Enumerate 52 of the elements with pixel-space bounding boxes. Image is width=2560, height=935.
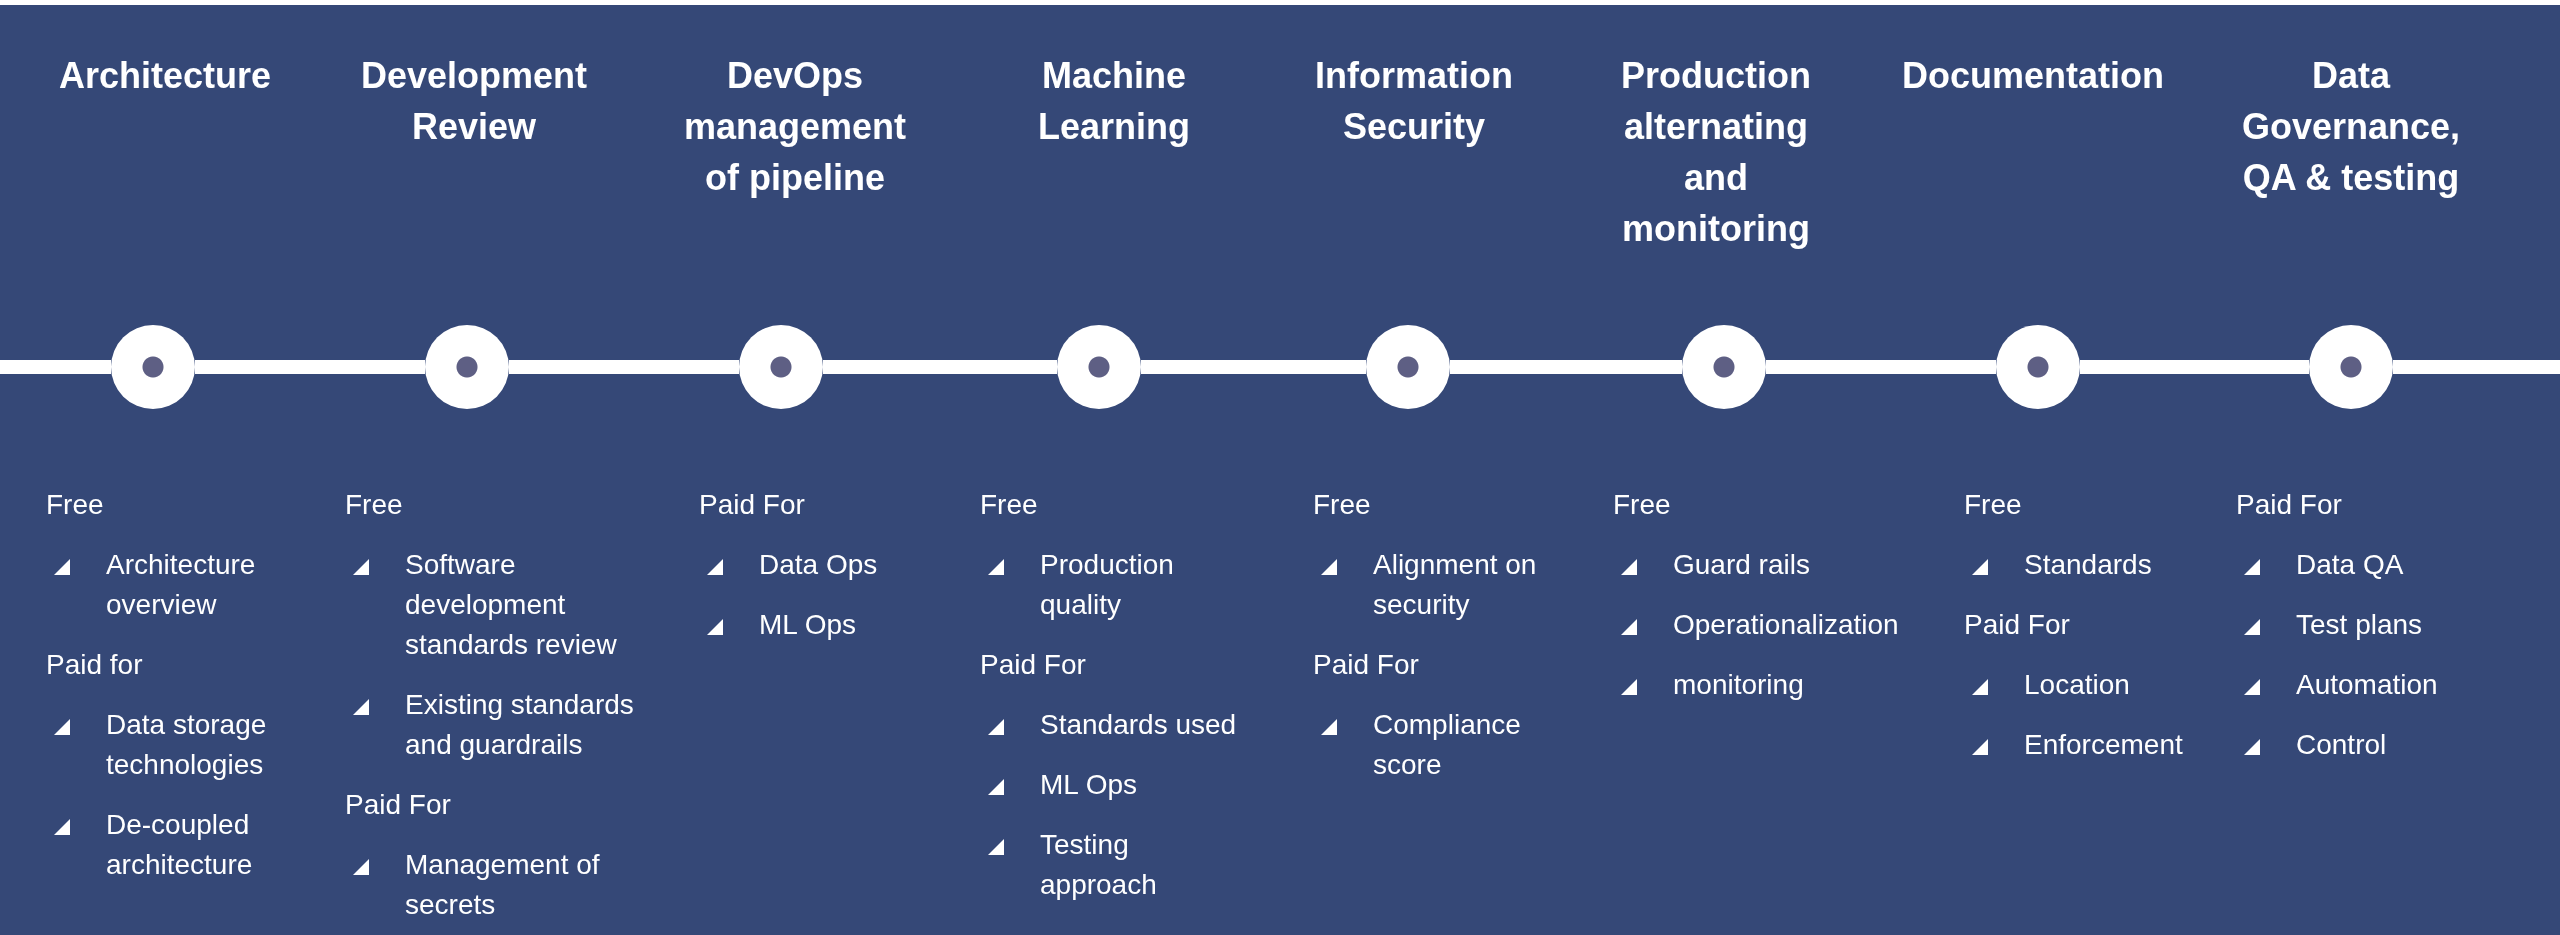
list-item: Standards [2024,548,2153,582]
milestone-title: Data Governance, QA & testing [2240,54,2462,200]
section-label: Paid For [1964,608,2070,642]
list-item: Operationalization [1673,608,1900,642]
list-item: Compliance score [1373,708,1522,782]
milestone-title: Architecture [57,54,273,98]
milestone-title: Information Security [1314,54,1514,149]
section-label: Free [1613,488,1671,522]
section-label: Paid For [699,488,805,522]
timeline-line [1766,360,1996,374]
list-item: Automation [2296,668,2439,702]
list-item: Production quality [1040,548,1175,622]
section-label: Free [980,488,1038,522]
list-item: ML Ops [1040,768,1138,802]
list-item: Standards used [1040,708,1238,742]
timeline-line [2080,360,2309,374]
section-label: Paid For [2236,488,2342,522]
list-item: Testing approach [1040,828,1158,902]
list-item: Alignment on security [1373,548,1538,622]
list-item: Location [2024,668,2131,702]
milestone-title: DevOps management of pipeline [682,54,908,200]
milestone-title: Machine Learning [1037,54,1191,149]
list-item: Guard rails [1673,548,1811,582]
section-label: Paid for [46,648,143,682]
list-item: De-coupled architecture [106,808,254,882]
milestone-title: Development Review [359,54,589,149]
timeline-line [1450,360,1682,374]
section-label: Free [345,488,403,522]
list-item: Data QA [2296,548,2405,582]
list-item: Enforcement [2024,728,2184,762]
list-item: Data storage technologies [106,708,268,782]
section-label: Paid For [980,648,1086,682]
section-label: Paid For [345,788,451,822]
milestone-title: Production alternating and monitoring [1620,54,1812,251]
list-item: Existing standards and guardrails [405,688,635,762]
timeline-line [823,360,1057,374]
list-item: Test plans [2296,608,2424,642]
list-item: Management of secrets [405,848,601,922]
section-label: Free [1964,488,2022,522]
list-item: monitoring [1673,668,1805,702]
timeline-line [1141,360,1366,374]
list-item: Control [2296,728,2388,762]
list-item: Software development standards review [405,548,618,662]
list-item: Data Ops [759,548,879,582]
section-label: Paid For [1313,648,1419,682]
list-item: ML Ops [759,608,857,642]
timeline-line [195,360,425,374]
section-label: Free [46,488,104,522]
timeline-line [509,360,739,374]
milestone-title: Documentation [1901,54,2165,98]
list-item: Architecture overview [106,548,257,622]
section-label: Free [1313,488,1371,522]
